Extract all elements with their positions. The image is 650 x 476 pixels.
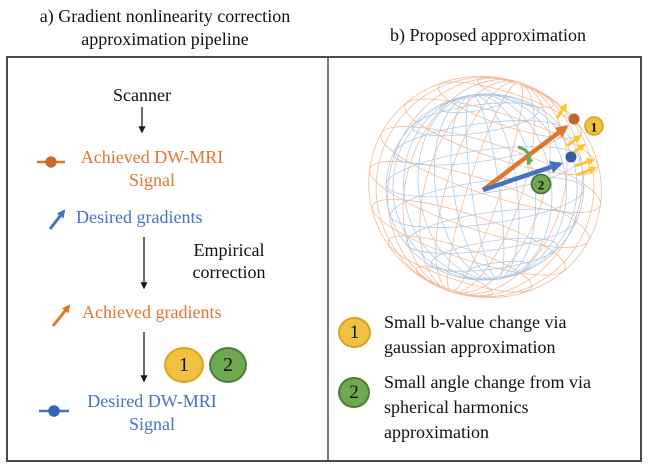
orange-series-marker-icon: [37, 156, 65, 168]
step-2-badge: 2: [209, 347, 247, 383]
step-1-badge: 1: [164, 347, 204, 383]
yellow-distortion-arrows: [555, 103, 597, 177]
scanner-label: Scanner: [113, 85, 171, 105]
wireframe-sphere-plot: 1 2: [368, 75, 604, 299]
desired-dwmri-signal-label: Desired DW-MRI Signal: [87, 391, 217, 435]
legend-badge-1: 1: [338, 317, 371, 348]
figure-frame: [6, 56, 642, 462]
legend-badge-2: 2: [338, 377, 370, 408]
sphere-badge-1-number: 1: [591, 120, 598, 135]
sphere-badge-2-circle: [530, 173, 552, 195]
angle-change-arc-arrow: [517, 145, 534, 166]
orange-gradient-arrow-icon: [51, 304, 71, 327]
achieved-gradients-label: Achieved gradients: [82, 302, 222, 322]
achieved-endpoint-dot: [568, 113, 580, 125]
blue-gradient-arrow-icon: [48, 209, 66, 230]
sphere-wireframe-meshes: [368, 75, 602, 299]
legend-item-1-text: Small b-value change via gaussian approx…: [384, 312, 567, 357]
sphere-badge-1-circle: [584, 116, 604, 136]
sphere-badge-2-number: 2: [538, 178, 545, 193]
panel-a-title: a) Gradient nonlinearity correction appr…: [39, 6, 291, 49]
desired-gradient-vector: [482, 161, 563, 193]
blue-series-marker-icon: [39, 405, 69, 417]
desired-endpoint-dot: [565, 151, 577, 163]
empirical-correction-label: Empirical correction: [192, 240, 266, 282]
desired-gradients-label: Desired gradients: [76, 207, 203, 227]
panel-b-title: b) Proposed approximation: [390, 25, 586, 45]
achieved-dwmri-signal-label: Achieved DW-MRI Signal: [80, 147, 224, 191]
panel-divider: [327, 58, 329, 460]
down-arrow-icon: [138, 107, 146, 134]
achieved-gradient-vector: [481, 125, 569, 192]
down-arrow-icon: [140, 237, 148, 290]
down-arrow-icon: [140, 332, 148, 383]
legend-item-2-text: Small angle change from via spherical ha…: [384, 372, 591, 442]
